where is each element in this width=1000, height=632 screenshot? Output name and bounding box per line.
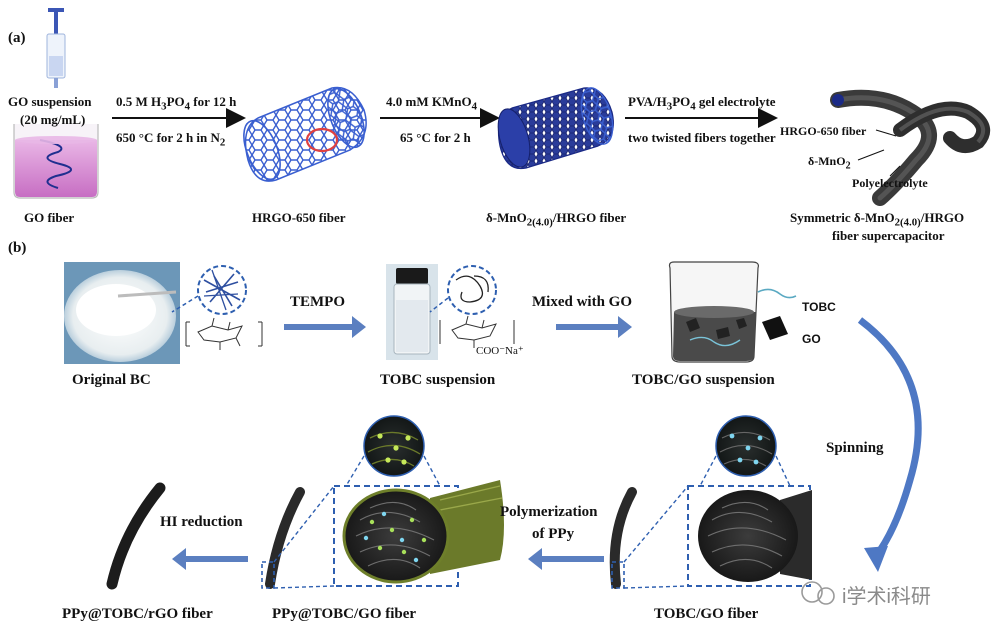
polymerization-label-line2: of PPy	[532, 526, 575, 542]
arrow-hi-reduction	[172, 548, 248, 570]
arrow-spinning-head	[864, 546, 888, 572]
step3-condition-bottom: two twisted fibers together	[628, 130, 776, 145]
step3-condition-top: PVA/H3PO4 gel electrolyte	[628, 94, 776, 113]
supercapacitor-label-line1: Symmetric δ-MnO2(4.0)/HRGO	[790, 210, 965, 229]
twisted-fiber-supercapacitor-icon	[830, 89, 991, 206]
tobc-fiber-zoom-icon	[429, 265, 497, 315]
callout-hrgo-fiber: HRGO-650 fiber	[780, 124, 867, 138]
hrgo-fiber-label: HRGO-650 fiber	[252, 210, 346, 225]
supercapacitor-label-line2: fiber supercapacitor	[832, 228, 945, 243]
arrow-tempo	[284, 316, 366, 338]
panel-b-label: (b)	[8, 240, 27, 256]
go-suspension-label: GO suspension	[8, 94, 92, 109]
ppy-tobc-rgo-fiber-icon	[106, 482, 166, 590]
bc-network-zoom-icon	[171, 265, 247, 315]
ppy-tobc-rgo-fiber-label: PPy@TOBC/rGO fiber	[62, 606, 213, 622]
go-fiber-label: GO fiber	[24, 210, 75, 225]
step1-condition-bottom: 650 °C for 2 h in N2	[116, 130, 226, 149]
mixed-with-go-label: Mixed with GO	[532, 294, 632, 310]
ppy-tobc-go-fiber-label: PPy@TOBC/GO fiber	[272, 606, 417, 622]
panel-a-label: (a)	[8, 30, 26, 46]
structure-group-label: COO⁻Na⁺	[476, 345, 524, 357]
callout-mno2: δ-MnO2	[808, 154, 851, 172]
polymerization-label-line1: Polymerization	[500, 504, 598, 520]
go-beaker-icon	[13, 124, 99, 199]
original-bc-label: Original BC	[72, 372, 151, 388]
hi-reduction-label: HI reduction	[160, 514, 243, 530]
watermark-text: i学术i科研	[842, 586, 931, 608]
ppy-tobc-go-fiber-icon	[261, 415, 504, 589]
tobc-suspension-label: TOBC suspension	[380, 372, 496, 388]
mno2-hrgo-tube-icon	[497, 87, 614, 170]
original-bc-photo	[64, 262, 180, 364]
syringe-icon	[46, 8, 66, 88]
tobc-go-suspension-label: TOBC/GO suspension	[632, 372, 775, 388]
spinning-label: Spinning	[826, 440, 884, 456]
tobc-go-fiber-icon	[609, 415, 812, 589]
beaker-go-label: GO	[802, 332, 821, 346]
callout-polyelectrolyte: Polyelectrolyte	[852, 176, 928, 190]
tobc-go-beaker-icon	[668, 261, 797, 363]
cellulose-structure-icon	[185, 317, 263, 350]
tempo-label: TEMPO	[290, 294, 345, 310]
tobc-go-fiber-label: TOBC/GO fiber	[654, 606, 759, 622]
step2-condition-top: 4.0 mM KMnO4	[386, 94, 477, 113]
arrow-mixed-with-go	[556, 316, 632, 338]
tobc-vial-photo	[386, 264, 438, 360]
beaker-tobc-label: TOBC	[802, 300, 836, 314]
step2-condition-bottom: 65 °C for 2 h	[400, 130, 471, 145]
watermark-logo-icon	[801, 581, 835, 605]
tobc-structure-icon	[439, 315, 515, 348]
go-concentration-label: (20 mg/mL)	[20, 112, 86, 127]
arrow-spinning	[857, 317, 922, 559]
hrgo-mesh-tube-icon	[243, 86, 367, 182]
mno2-hrgo-fiber-label: δ-MnO2(4.0)/HRGO fiber	[486, 210, 627, 229]
step1-condition-top: 0.5 M H3PO4 for 12 h	[116, 94, 237, 113]
arrow-polymerization	[528, 548, 604, 570]
